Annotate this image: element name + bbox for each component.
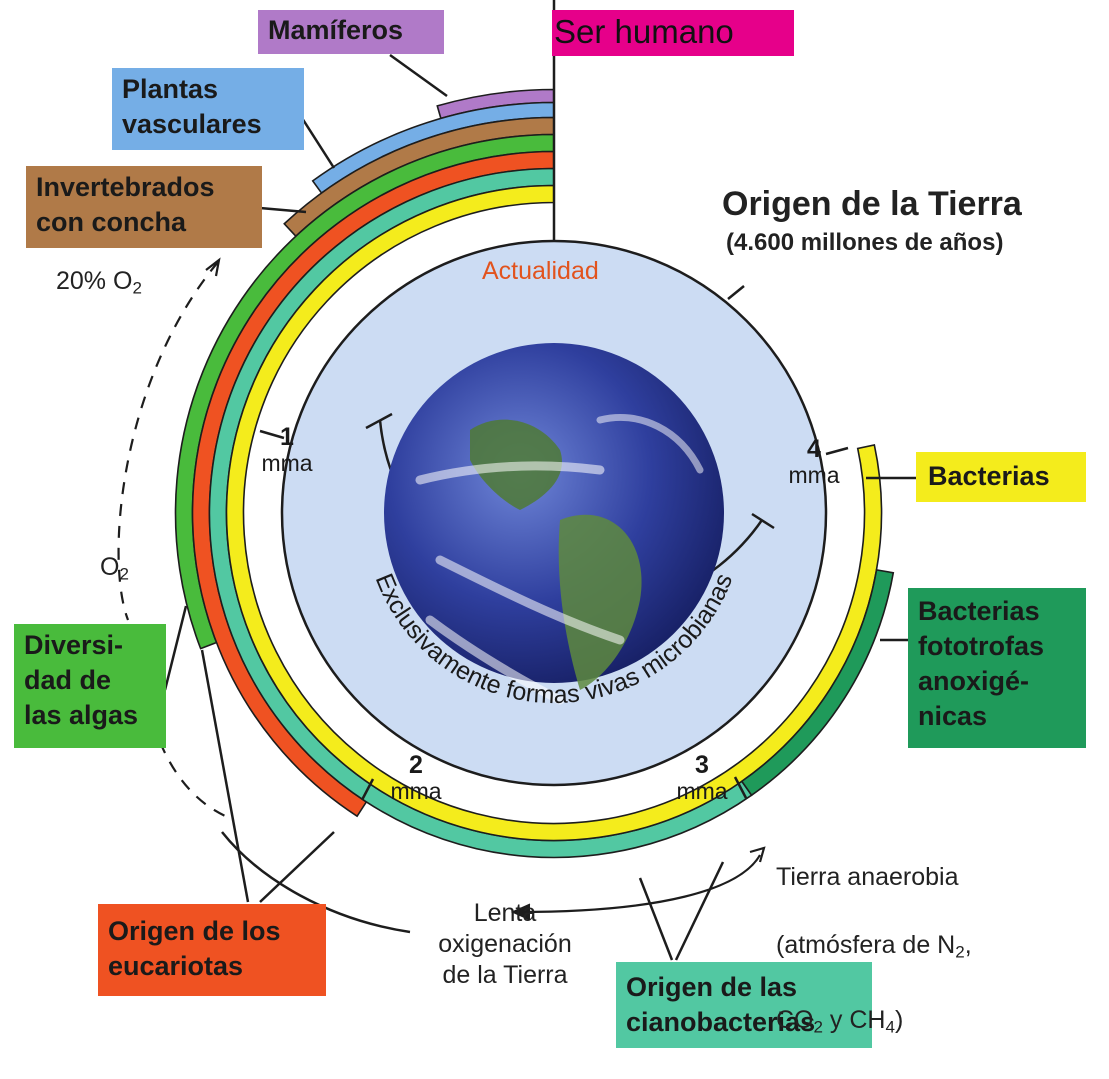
tick-label-2: 2 mma [376, 752, 456, 804]
anaerobic-ch4-subscript: 4 [885, 1017, 895, 1037]
label-algas: Diversi- dad de las algas [14, 624, 166, 748]
line-mamiferos [389, 53, 448, 98]
oxygenation-arrow [517, 854, 761, 914]
label-plantas-vasculares: Plantas vasculares [112, 68, 304, 150]
label-ser-humano: Ser humano [552, 10, 794, 56]
line-cianobacterias-a [638, 877, 674, 961]
tick-3-unit: mma [676, 778, 728, 804]
label-mamiferos: Mamíferos [258, 10, 444, 54]
oxygen-dashed-path [117, 261, 231, 820]
tick-4 [825, 446, 849, 456]
connector-lines [163, 53, 916, 961]
line-invertebrados [259, 206, 307, 214]
timeline-bands [174, 88, 895, 859]
present-label: Actualidad [482, 257, 599, 285]
line-eucariotas-b [259, 831, 335, 903]
title-subtitle: (4.600 millones de años) [726, 229, 1004, 256]
oxygen-20-label: 20% O2 [56, 266, 142, 303]
label-eucariotas: Origen de los eucariotas [98, 904, 326, 996]
anaerobic-ch-text: y CH [822, 1006, 886, 1035]
anaerobic-earth-label: Tierra anaerobia (atmósfera de N2, CO2 y… [776, 826, 972, 1079]
tick-label-1: 1 mma [252, 424, 322, 476]
oxygen-20-text: 20% O [56, 267, 133, 295]
earth-image [384, 343, 724, 705]
line-eucariotas-a [200, 649, 250, 903]
label-cianobacterias: Origen de las cianobacterias [616, 962, 872, 1048]
tick-1-number: 1 [280, 423, 294, 451]
tick-2-unit: mma [390, 778, 442, 804]
line-cianobacterias-b [674, 861, 725, 961]
tick-4-number: 4 [807, 435, 821, 463]
label-bacterias-fototrofas: Bacterias fototrofas anoxigé- nicas [908, 588, 1086, 748]
oxygen-text: O [100, 553, 120, 581]
bracket-end-right [751, 512, 775, 530]
anaerobic-line-2-text: (atmósfera de N [776, 931, 956, 959]
earth-clouds [415, 461, 625, 705]
oxygen-label: O2 [100, 552, 129, 589]
line-plantas [300, 117, 336, 169]
line-lenta [221, 831, 411, 934]
tick-1 [259, 429, 285, 440]
tick-2 [360, 778, 375, 801]
line-algas [163, 605, 188, 691]
diagram-stage: Exclusivamente formas vivas microbianas … [14, 0, 1086, 1048]
tick-1-unit: mma [261, 450, 313, 476]
oxygenation-arrow-head-left [510, 903, 531, 921]
anaerobic-co-text: CO [776, 1006, 814, 1035]
oxygenation-arrow-head-right [749, 846, 766, 863]
anaerobic-line-3: CO2 y CH4) [776, 1003, 972, 1044]
tick-2-number: 2 [409, 751, 423, 779]
earth-continent-south [558, 514, 642, 690]
anaerobic-n2-subscript: 2 [955, 942, 965, 962]
label-invertebrados: Invertebrados con concha [26, 166, 262, 248]
tick-label-4: 4 mma [774, 436, 854, 488]
title-main: Origen de la Tierra [722, 185, 1022, 223]
oxygen-subscript: 2 [119, 564, 129, 584]
anaerobic-line-3-end: ) [894, 1006, 904, 1035]
tick-3 [733, 776, 748, 799]
anaerobic-line-2: (atmósfera de N2, [776, 928, 972, 969]
oxygen-20-subscript: 2 [132, 278, 142, 298]
band-fototrofas [740, 568, 895, 797]
label-bacterias: Bacterias [916, 452, 1086, 502]
anaerobic-line-2-end: , [964, 931, 972, 959]
tick-origin [727, 285, 745, 300]
tick-4-unit: mma [788, 462, 840, 488]
anaerobic-co2-subscript: 2 [813, 1017, 823, 1037]
earth-clouds-2 [596, 413, 704, 474]
bracket-end-left [365, 412, 393, 430]
tick-3-number: 3 [695, 751, 709, 779]
oxygen-arrow-head [205, 257, 221, 277]
anaerobic-line-1: Tierra anaerobia [776, 863, 959, 891]
slow-oxygenation-label: Lenta oxigenación de la Tierra [438, 899, 572, 989]
earth-timeline-diagram: Exclusivamente formas vivas microbianas [117, 0, 916, 961]
tick-label-3: 3 mma [662, 752, 742, 804]
